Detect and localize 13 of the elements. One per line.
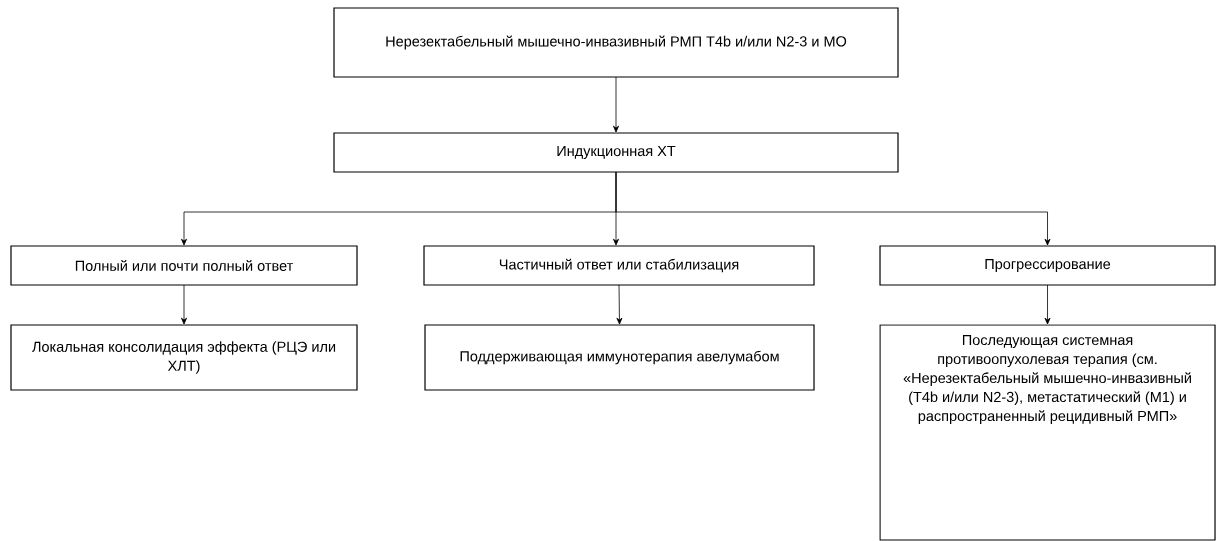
- process-box: Последующая системная противоопухолевая терапия (см. «Нерезектабельный мышечно-инвазивный (T4b и/или N2-3), метастатический (M1) и распространенный рецидивный РМП»: [879, 324, 1216, 541]
- process-box: Поддерживающая иммунотерапия авелумабом: [424, 324, 815, 391]
- process-box: Частичный ответ или стабилизация: [423, 245, 815, 286]
- process-box: Прогрессирование: [879, 245, 1216, 286]
- process-box: Нерезектабельный мышечно-инвазивный РМП T4b и/или N2-3 и MO: [333, 7, 899, 78]
- process-box: Индукционная ХТ: [333, 132, 899, 173]
- arrow: [181, 284, 187, 325]
- process-box: Полный или почти полный ответ: [10, 245, 358, 286]
- process-box: Локальная консолидация эффекта (РЦЭ или ХЛТ): [10, 324, 358, 391]
- arrow: [1044, 284, 1051, 325]
- arrow: [616, 284, 623, 325]
- arrow: [615, 171, 1051, 246]
- arrow: [613, 76, 619, 133]
